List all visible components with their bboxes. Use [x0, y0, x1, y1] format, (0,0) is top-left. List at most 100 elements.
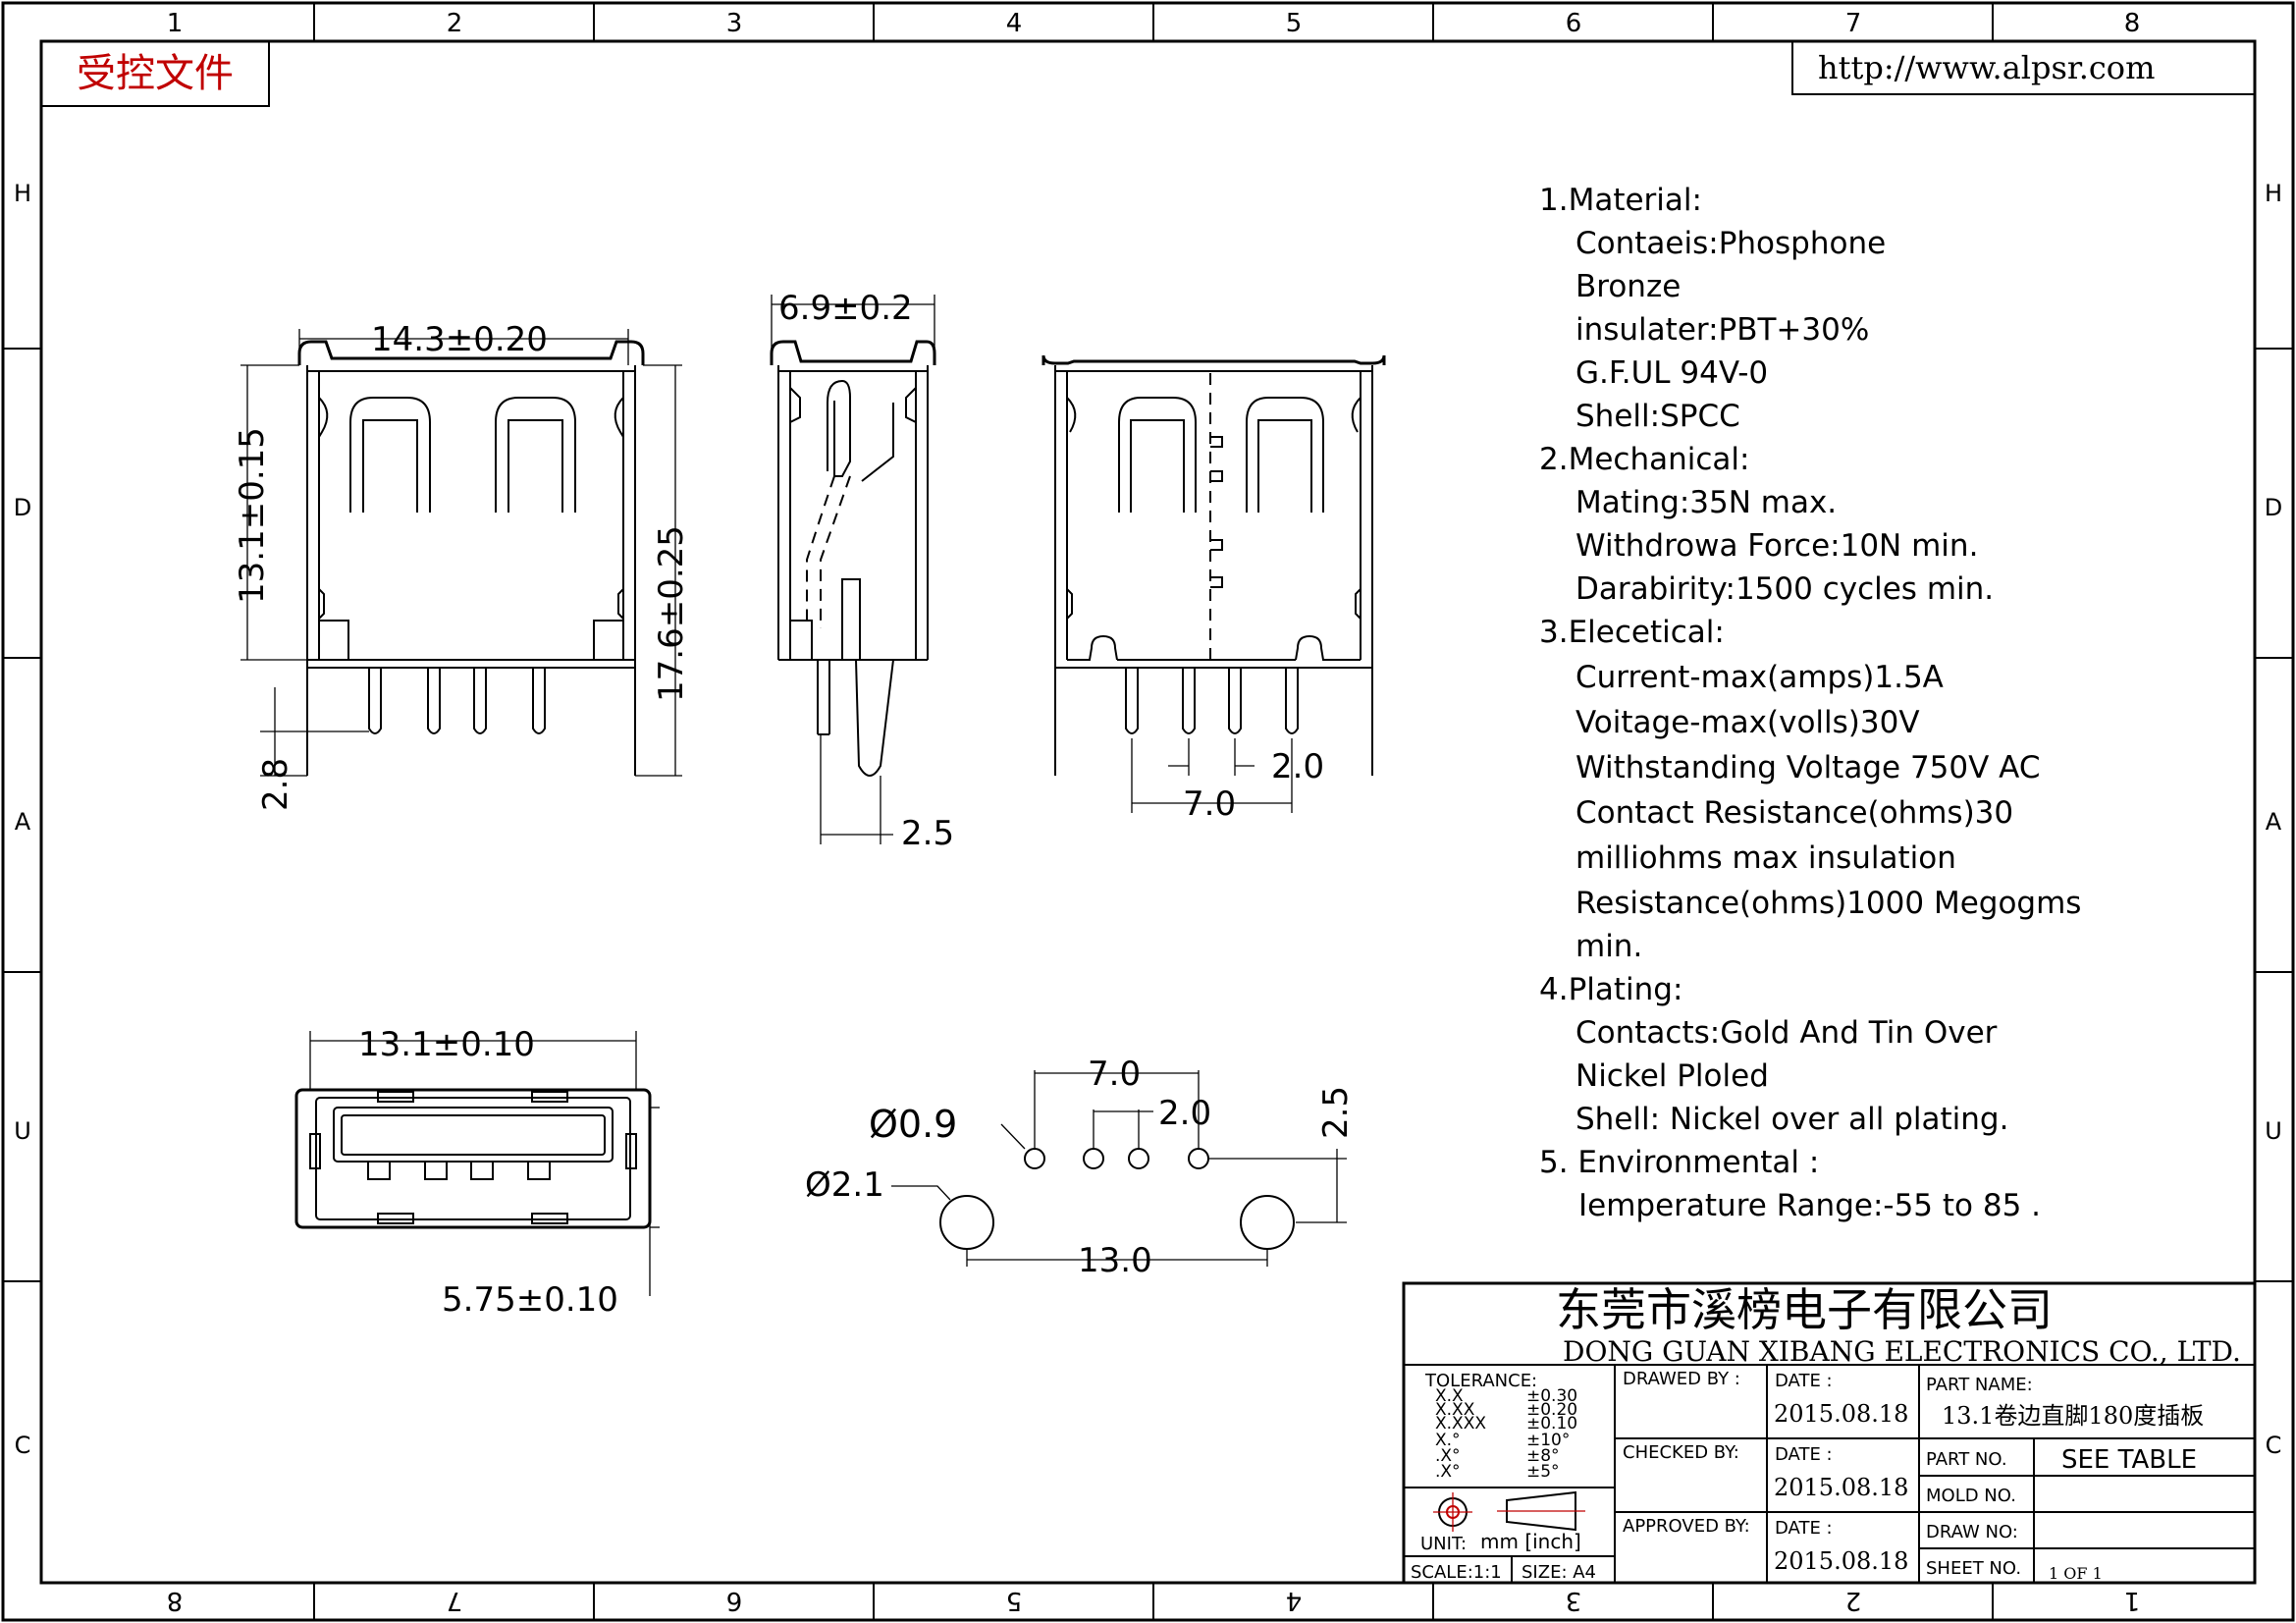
projection-symbol-icon	[1433, 1490, 1585, 1532]
border-bottom-number: 6	[726, 1586, 743, 1615]
spec-line: Shell: Nickel over all plating.	[1575, 1102, 2008, 1137]
date-label: DATE :	[1775, 1371, 1833, 1391]
url-box[interactable]: http://www.alpsr.com	[1791, 40, 2256, 95]
approved-by-label: APPROVED BY:	[1623, 1516, 1750, 1537]
border-top-number: 4	[1006, 9, 1023, 38]
spec-line: 2.Mechanical:	[1539, 442, 1749, 477]
dim-pcb-offset: 2.5	[1316, 1086, 1356, 1139]
border-bottom-number: 5	[1006, 1586, 1023, 1615]
tolerance-value: ±0.30	[1526, 1386, 1577, 1406]
sheet-no-value: 1 OF 1	[2049, 1564, 2103, 1583]
part-name-label: PART NAME:	[1926, 1375, 2033, 1395]
spec-line: Resistance(ohms)1000 Megogms	[1575, 886, 2081, 921]
spec-line: Iemperature Range:-55 to 85 .	[1578, 1188, 2041, 1223]
tolerance-key: X.°	[1435, 1431, 1461, 1450]
border-top-number: 3	[726, 9, 743, 38]
tolerance-key: X.X	[1435, 1386, 1464, 1406]
title-block: 东莞市溪榜电子有限公司 DONG GUAN XIBANG ELECTRONICS…	[1402, 1281, 2257, 1585]
spec-line: Withdrowa Force:10N min.	[1575, 528, 1978, 564]
date-value: 2015.08.18	[1774, 1547, 1908, 1575]
border-bottom-number: 2	[1845, 1586, 1862, 1615]
border-bottom-number: 8	[167, 1586, 184, 1615]
date-value: 2015.08.18	[1774, 1474, 1908, 1501]
border-bottom-number: 1	[2124, 1586, 2141, 1615]
checked-by-label: CHECKED BY:	[1623, 1442, 1739, 1463]
spec-line: Contact Resistance(ohms)30	[1575, 795, 2013, 831]
border-top-number: 2	[447, 9, 463, 38]
spec-line: milliohms max insulation	[1575, 840, 1956, 876]
border-side-letter: U	[2265, 1117, 2282, 1145]
tolerance-value: ±0.20	[1526, 1400, 1577, 1420]
tolerance-value: ±5°	[1526, 1462, 1560, 1482]
spec-line: 4.Plating:	[1539, 972, 1682, 1007]
sheet-no-label: SHEET NO.	[1926, 1558, 2021, 1579]
spec-line: 3.Elecetical:	[1539, 615, 1725, 650]
tolerance-key: .X°	[1435, 1462, 1461, 1482]
side-view: 6.9±0.2 2.5	[770, 289, 954, 853]
controlled-document-stamp: 受控文件	[40, 40, 270, 107]
dim-back-pitch: 2.0	[1271, 747, 1324, 786]
dim-back-span: 7.0	[1183, 784, 1236, 824]
size-label: SIZE: A4	[1522, 1562, 1596, 1583]
stamp-text: 受控文件	[77, 51, 234, 96]
spec-line: Darabirity:1500 cycles min.	[1575, 571, 1994, 607]
spec-line: Shell:SPCC	[1575, 399, 1740, 434]
date-value: 2015.08.18	[1774, 1400, 1908, 1428]
company-name-cn: 东莞市溪榜电子有限公司	[1556, 1283, 2053, 1336]
spec-line: G.F.UL 94V-0	[1575, 355, 1768, 391]
date-label: DATE :	[1775, 1518, 1833, 1539]
border-top-number: 6	[1566, 9, 1582, 38]
tolerance-key: .X°	[1435, 1446, 1461, 1466]
tolerance-value: ±10°	[1526, 1431, 1570, 1450]
tolerance-value: ±8°	[1526, 1446, 1560, 1466]
spec-line: insulater:PBT+30%	[1575, 312, 1869, 348]
tolerance-value: ±0.10	[1526, 1414, 1577, 1434]
border-side-letter: H	[14, 180, 31, 207]
part-name-value: 13.1卷边直脚180度插板	[1942, 1402, 2204, 1430]
url-link[interactable]: http://www.alpsr.com	[1818, 49, 2155, 86]
dim-top-height-total: 17.6±0.25	[652, 525, 691, 702]
receptacle-face-view: 13.1±0.10 5.75±0.10	[294, 1025, 660, 1320]
tolerance-key: X.XX	[1435, 1400, 1475, 1420]
border-side-letter: D	[2265, 494, 2282, 521]
unit-value: mm [inch]	[1480, 1530, 1581, 1553]
spec-line: Nickel Ploled	[1575, 1058, 1769, 1094]
border-top-number: 8	[2124, 9, 2141, 38]
border-bottom-number: 7	[447, 1586, 463, 1615]
dim-top-height-inner: 13.1±0.15	[233, 427, 272, 604]
spec-line: min.	[1575, 929, 1642, 964]
dim-pcb-pitch: 2.0	[1158, 1094, 1211, 1133]
spec-line: Bronze	[1575, 269, 1681, 304]
spec-line: 1.Material:	[1539, 183, 1702, 218]
top-front-view: 14.3±0.20 13.1±0.15 17.6±0.25 2.8	[233, 320, 691, 811]
border-top-number: 1	[167, 9, 184, 38]
draw-no-label: DRAW NO:	[1926, 1522, 2018, 1542]
border-top-number: 5	[1286, 9, 1303, 38]
dim-side-width: 6.9±0.2	[778, 289, 913, 328]
dim-pcb-hole-small: Ø0.9	[869, 1103, 957, 1146]
spec-line: Mating:35N max.	[1575, 485, 1837, 520]
spec-line: Contacts:Gold And Tin Over	[1575, 1015, 1998, 1051]
part-no-value: SEE TABLE	[2061, 1445, 2197, 1475]
part-no-label: PART NO.	[1926, 1449, 2007, 1470]
border-side-letter: U	[14, 1117, 31, 1145]
dim-face-height: 5.75±0.10	[442, 1280, 618, 1320]
border-side-letter: H	[2265, 180, 2282, 207]
border-bottom-number: 3	[1566, 1586, 1582, 1615]
border-side-letter: C	[2266, 1432, 2282, 1459]
company-name-en: DONG GUAN XIBANG ELECTRONICS CO., LTD.	[1563, 1335, 2241, 1368]
dim-pcb-span: 13.0	[1078, 1241, 1152, 1280]
date-label: DATE :	[1775, 1444, 1833, 1465]
spec-line: Current-max(amps)1.5A	[1575, 660, 1944, 695]
border-side-letter: A	[2266, 808, 2282, 836]
dim-pcb-pitch-wide: 7.0	[1088, 1055, 1141, 1094]
border-bottom-number: 4	[1286, 1586, 1303, 1615]
tolerance-key: X.XXX	[1435, 1414, 1486, 1434]
pcb-footprint-view: 7.0 2.0 Ø0.9 Ø2.1 2.5 13.0	[805, 1055, 1356, 1280]
border-side-letter: D	[14, 494, 31, 521]
spec-line: Contaeis:Phosphone	[1575, 226, 1886, 261]
dim-top-width: 14.3±0.20	[371, 320, 548, 359]
spec-line: Withstanding Voltage 750V AC	[1575, 750, 2040, 785]
